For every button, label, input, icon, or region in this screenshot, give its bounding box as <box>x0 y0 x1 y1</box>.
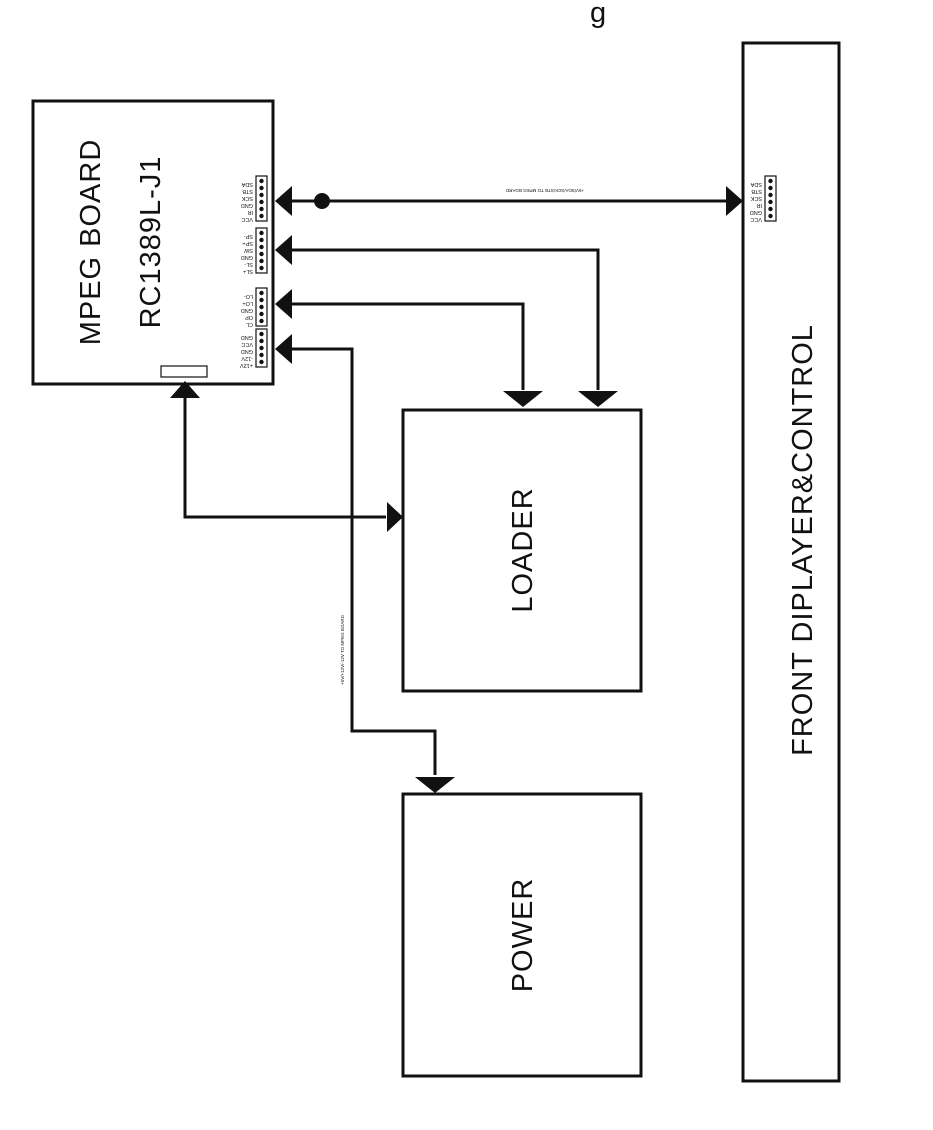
sled-arrow-down <box>578 391 618 407</box>
connector-pin <box>259 345 264 351</box>
connector-pin <box>259 359 264 365</box>
pin-label: SP- <box>244 233 253 239</box>
pin-label: GND <box>241 254 253 260</box>
pin-label: GND <box>750 209 762 215</box>
pin-label: LO+ <box>242 300 253 306</box>
connector-pin <box>768 178 773 184</box>
connector-pin <box>259 290 264 296</box>
pin-label: VCC <box>241 341 253 347</box>
pin-label: SDA <box>241 181 253 187</box>
connector-pin <box>259 251 264 257</box>
power-bus-label: +5V/+12V/-12V TO MPEG BOARD <box>340 614 345 685</box>
laser-wire <box>290 302 525 390</box>
pin-label: SL+ <box>243 268 253 274</box>
loader-label: LOADER <box>507 487 539 612</box>
mpeg-connectors: SDASTBSCKGNDIRVCCSP-SP+SWGNDSL-SL+LO-LO+… <box>240 175 268 368</box>
front-bus-label: +5V/SDA/SCK/STB TO MPEG BOARD <box>505 188 584 193</box>
connector-pin <box>768 185 773 191</box>
junction-dot <box>314 193 330 209</box>
power-block: POWER <box>401 792 643 1078</box>
connector-pin <box>768 192 773 198</box>
sled-arrow-left <box>275 235 292 265</box>
front-bus-arrow-right <box>726 186 743 216</box>
sled-wire <box>290 248 600 390</box>
connector-pin <box>259 237 264 243</box>
pin-label: OP <box>245 314 253 320</box>
connector-pin <box>259 304 264 310</box>
pin-label: GND <box>241 307 253 313</box>
connector-pin <box>259 331 264 337</box>
pin-label: LO- <box>244 293 253 299</box>
wiring: +5V/SDA/SCK/STB TO MPEG BOARD +5V/+12V/-… <box>170 186 743 793</box>
pin-label: STB <box>751 188 762 194</box>
pin-label: IR <box>756 202 762 208</box>
pin-label: STB <box>242 188 253 194</box>
connector-pin <box>259 213 264 219</box>
pin-label: SL- <box>244 261 253 267</box>
pin-label: GND <box>241 202 253 208</box>
connector-pin <box>259 185 264 191</box>
connector-pin <box>259 178 264 184</box>
laser-arrow-left <box>275 289 292 319</box>
loader-box <box>401 408 643 693</box>
connector-pin <box>259 199 264 205</box>
power-bus-arrow-left <box>275 334 292 364</box>
pin-label: GND <box>241 348 253 354</box>
pin-label: SW <box>243 247 253 253</box>
pin-label: CL <box>246 321 253 327</box>
front-panel: FRONT DIPLAYER&CONTROL <box>741 41 841 1083</box>
front-bus-arrow-left <box>275 186 292 216</box>
connector-pin <box>259 352 264 358</box>
mpeg-board-model: RC1389L-J1 <box>135 156 167 329</box>
pin-label: SP+ <box>242 240 253 246</box>
flex-arrow-up <box>170 381 200 398</box>
pin-label: IR <box>247 209 253 215</box>
pin-label: VCC <box>750 216 762 222</box>
power-bus-wire <box>290 347 437 775</box>
front-panel-label: FRONT DIPLAYER&CONTROL <box>787 324 819 756</box>
pin-label: SCK <box>750 195 762 201</box>
connector-pin <box>259 311 264 317</box>
power-label: POWER <box>507 878 539 993</box>
pin-label: -12V <box>241 355 253 361</box>
connector-pin <box>259 206 264 212</box>
pin-label: GND <box>241 334 253 340</box>
pin-label: SCK <box>241 195 253 201</box>
connector-housing <box>255 175 268 222</box>
power-bus-arrow-down <box>415 777 455 793</box>
flex-wire <box>183 397 386 519</box>
mpeg-board: MPEG BOARD RC1389L-J1 <box>31 99 275 386</box>
flex-arrow-right <box>387 502 403 532</box>
loader-flex-connector <box>160 365 208 378</box>
connector-pin <box>259 265 264 271</box>
connector-housing <box>764 175 777 222</box>
front-panel-box <box>741 41 841 1083</box>
connector-pin <box>259 338 264 344</box>
connector-pin <box>768 199 773 205</box>
loader-block: LOADER <box>401 408 643 693</box>
title-fragment: g <box>590 0 607 29</box>
connector-pin <box>259 258 264 264</box>
connector-pin <box>259 192 264 198</box>
connector-housing <box>255 227 268 274</box>
connector-pin <box>259 297 264 303</box>
pin-label: SDA <box>750 181 762 187</box>
connector-pin <box>259 230 264 236</box>
connector-pin <box>768 213 773 219</box>
connector-pin <box>259 318 264 324</box>
mpeg-board-box <box>31 99 275 386</box>
connector-pin <box>259 244 264 250</box>
mpeg-board-title: MPEG BOARD <box>75 139 107 346</box>
connector-pin <box>768 206 773 212</box>
laser-arrow-down <box>503 391 543 407</box>
pin-label: VCC <box>241 216 253 222</box>
pin-label: +12V <box>240 362 253 368</box>
power-box <box>401 792 643 1078</box>
